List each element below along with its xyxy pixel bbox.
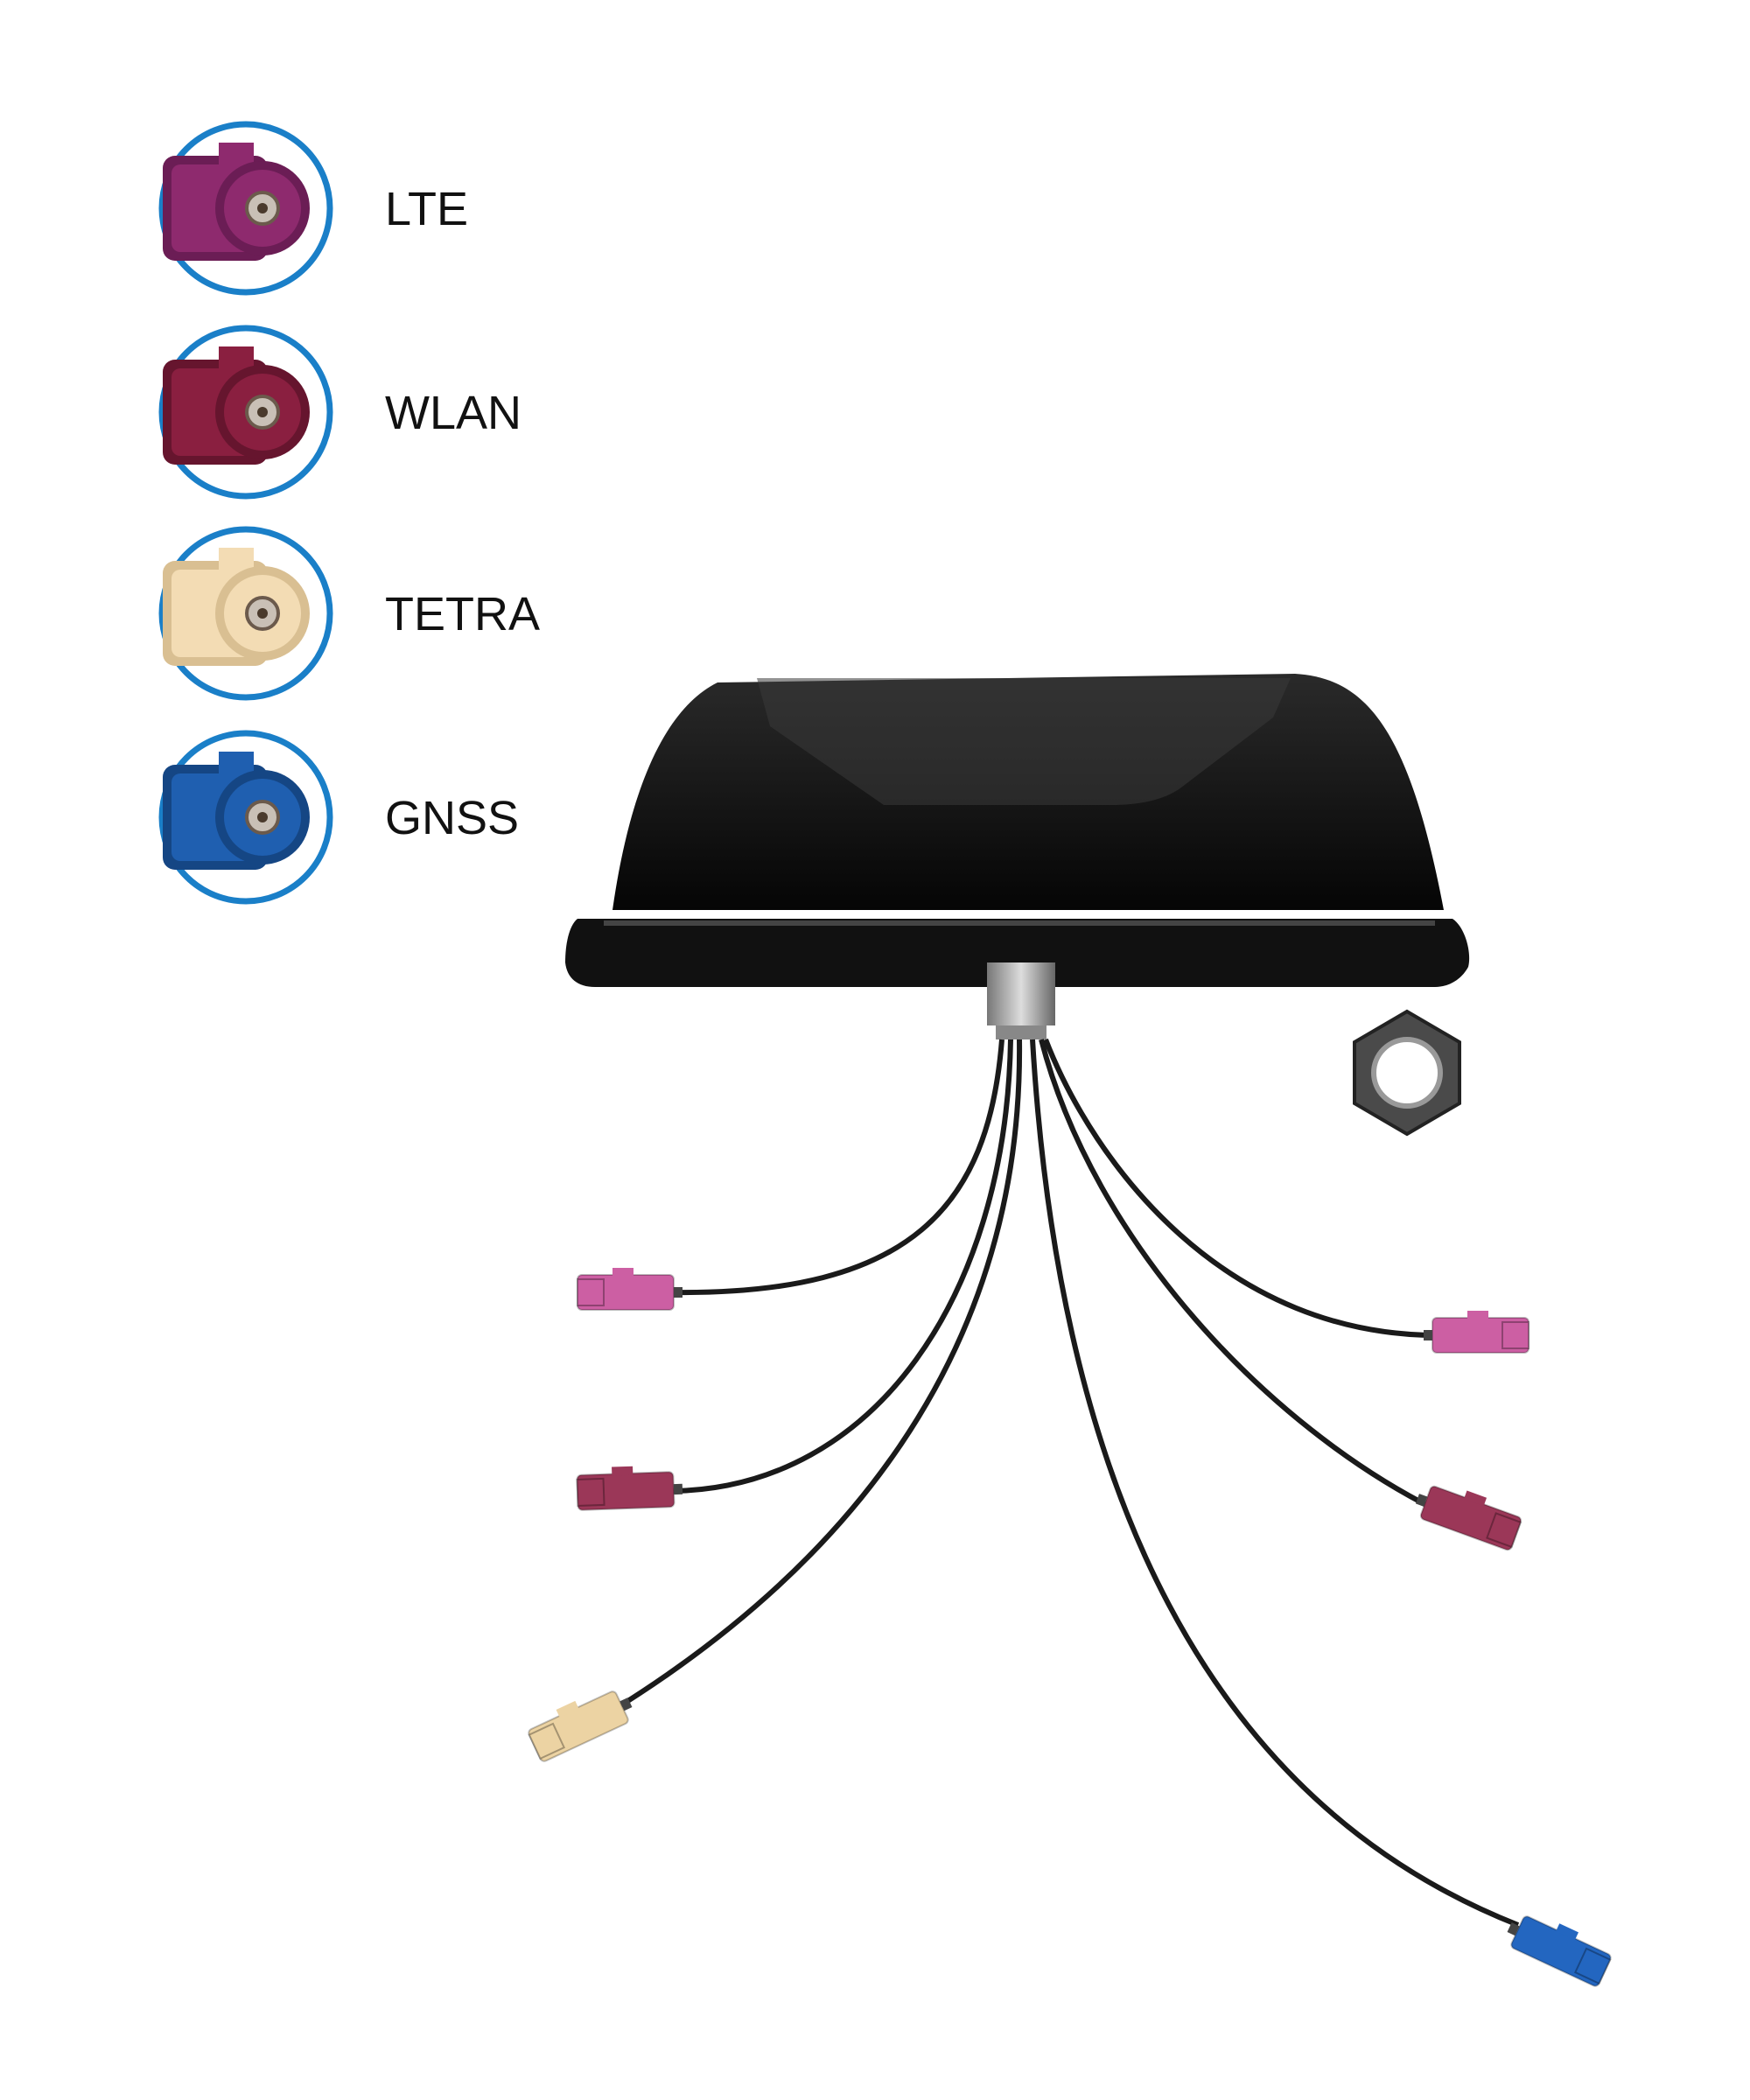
cable — [611, 1039, 1023, 1713]
connector-tetra — [528, 1690, 633, 1762]
connector-icon — [163, 548, 310, 666]
legend-item-lte: LTE — [158, 121, 468, 296]
connector-legend: LTE WLAN TETRA GNSS — [158, 121, 540, 905]
mount-thread — [987, 962, 1055, 1040]
cable — [1030, 1039, 1520, 1928]
legend-label: LTE — [385, 183, 468, 235]
antenna-housing — [565, 674, 1470, 987]
cable — [1039, 1039, 1437, 1512]
connector-icon — [163, 752, 310, 870]
cable — [673, 1039, 1004, 1296]
connector-wlan — [1415, 1485, 1522, 1551]
connector-lte — [577, 1268, 682, 1311]
cable-bundle — [528, 1038, 1612, 1987]
legend-item-tetra: TETRA — [158, 526, 540, 701]
legend-label: GNSS — [385, 792, 519, 844]
legend-item-gnss: GNSS — [158, 730, 519, 905]
cable — [673, 1039, 1013, 1494]
connector-icon — [163, 143, 310, 261]
connector-icon — [163, 346, 310, 465]
legend-label: WLAN — [385, 387, 522, 439]
legend-item-wlan: WLAN — [158, 325, 522, 500]
connector-gnss — [1507, 1915, 1612, 1987]
legend-label: TETRA — [385, 588, 540, 640]
hex-nut — [1353, 1009, 1461, 1137]
connector-lte — [1424, 1311, 1530, 1354]
connector-wlan — [576, 1466, 683, 1511]
cable — [1043, 1038, 1445, 1339]
